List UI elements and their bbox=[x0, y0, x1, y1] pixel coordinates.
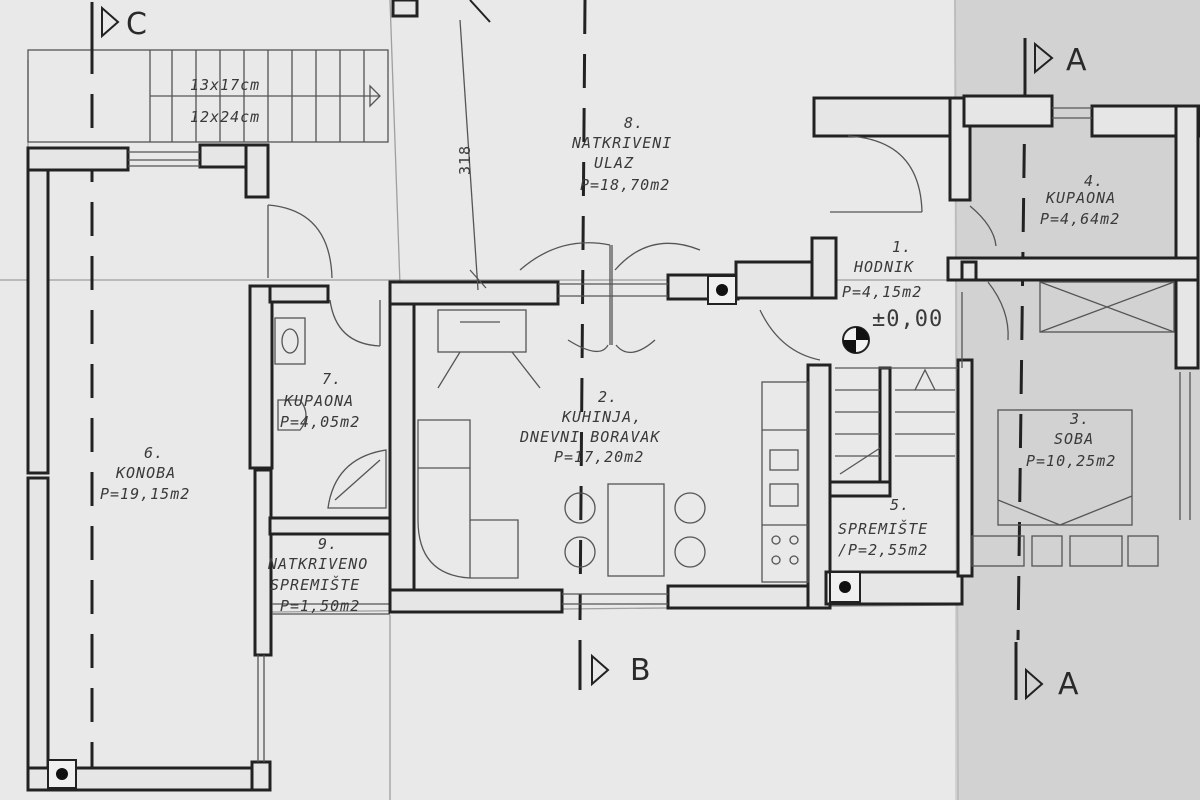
room-2-name2: DNEVNI BORAVAK bbox=[519, 428, 660, 446]
room-7-number: 7. bbox=[322, 370, 342, 388]
room-4-area: P=4,64m2 bbox=[1040, 210, 1120, 228]
section-label-b: B bbox=[630, 653, 651, 688]
room-4-number: 4. bbox=[1084, 172, 1104, 190]
room-9-name: NATKRIVENO bbox=[267, 555, 368, 573]
konoba-window-top bbox=[128, 151, 200, 167]
section-label-a-bottom: A bbox=[1058, 667, 1079, 702]
room-5-area: /P=2,55m2 bbox=[838, 541, 928, 559]
room-label-8: 8. NATKRIVENI ULAZ P=18,70m2 bbox=[571, 114, 672, 194]
room-label-7: 7. KUPAONA P=4,05m2 bbox=[280, 370, 360, 431]
column-hall-dot bbox=[839, 581, 851, 593]
living-entry-doors bbox=[519, 242, 701, 353]
room-6-area: P=19,15m2 bbox=[100, 485, 190, 503]
living-furniture bbox=[417, 309, 809, 583]
room-label-5: 5. SPREMIŠTE /P=2,55m2 bbox=[838, 496, 928, 559]
section-label-c: C bbox=[126, 7, 147, 42]
room-9-name2: SPREMIŠTE bbox=[270, 575, 360, 594]
section-marker-a-top: A bbox=[1023, 38, 1087, 90]
column-hall bbox=[829, 571, 861, 603]
bath4-window bbox=[1052, 107, 1092, 119]
interior-stair bbox=[835, 367, 958, 475]
level-label: ±0,00 bbox=[872, 307, 943, 332]
room-2-name: KUHINJA, bbox=[561, 408, 642, 426]
room-3-area: P=10,25m2 bbox=[1026, 452, 1116, 470]
room-9-number: 9. bbox=[318, 535, 338, 553]
room-label-1: 1. HODNIK P=4,15m2 bbox=[842, 238, 922, 301]
entrance-door bbox=[830, 135, 997, 247]
room-5-name: SPREMIŠTE bbox=[838, 519, 928, 538]
bathroom7-fixtures bbox=[274, 299, 387, 509]
section-marker-a-bottom: A bbox=[1014, 642, 1079, 702]
room-2-area: P=17,20m2 bbox=[554, 448, 644, 466]
paper-left bbox=[0, 0, 960, 800]
room-label-2: 2. KUHINJA, DNEVNI BORAVAK P=17,20m2 bbox=[519, 388, 660, 466]
top-post bbox=[391, 0, 419, 18]
spremiste9-window bbox=[272, 603, 390, 615]
konoba-walls bbox=[26, 143, 274, 792]
axis-b bbox=[578, 0, 587, 621]
stair-riser-label: 13x17cm bbox=[190, 76, 260, 94]
room-7-area: P=4,05m2 bbox=[280, 413, 360, 431]
room-4-name: KUPAONA bbox=[1045, 189, 1116, 207]
room-8-number: 8. bbox=[624, 114, 644, 132]
section-marker-b: B bbox=[578, 640, 651, 690]
axis-a bbox=[1016, 89, 1027, 641]
room-1-area: P=4,15m2 bbox=[842, 283, 922, 301]
room-8-area: P=18,70m2 bbox=[580, 176, 670, 194]
room-3-number: 3. bbox=[1069, 410, 1090, 428]
room-6-number: 6. bbox=[144, 444, 164, 462]
room-8-name2: ULAZ bbox=[594, 154, 634, 172]
room-9-area: P=1,50m2 bbox=[280, 597, 360, 615]
column-konoba-dot bbox=[56, 768, 68, 780]
section-marker-c: C bbox=[90, 2, 147, 42]
room-5-number: 5. bbox=[890, 496, 910, 514]
level-marker bbox=[842, 326, 870, 354]
room-1-name: HODNIK bbox=[853, 258, 914, 276]
stair-tread-label: 12x24cm bbox=[190, 108, 260, 126]
room-label-9: 9. NATKRIVENO SPREMIŠTE P=1,50m2 bbox=[267, 535, 368, 615]
room-6-name: KONOBA bbox=[115, 464, 176, 482]
room-7-name: KUPAONA bbox=[283, 392, 354, 410]
room-3-name: SOBA bbox=[1054, 430, 1094, 448]
room-label-6: 6. KONOBA P=19,15m2 bbox=[100, 444, 190, 503]
column-living-dot bbox=[716, 284, 728, 296]
top-dim-tick bbox=[469, 0, 491, 23]
room-1-number: 1. bbox=[892, 238, 912, 256]
bedroom-furniture bbox=[971, 281, 1191, 567]
room-label-3: 3. SOBA P=10,25m2 bbox=[1026, 410, 1116, 470]
exterior-stair bbox=[27, 49, 389, 143]
dimension-318 bbox=[459, 19, 487, 291]
room-label-4: 4. KUPAONA P=4,64m2 bbox=[1040, 172, 1120, 228]
hall-doors bbox=[759, 281, 1009, 368]
living-window-bottom bbox=[562, 593, 668, 605]
konoba-window-side bbox=[257, 655, 265, 762]
konoba-door bbox=[267, 204, 333, 279]
dimension-label: 318 bbox=[456, 145, 474, 175]
section-label-a-top: A bbox=[1066, 43, 1087, 78]
room-8-name: NATKRIVENI bbox=[571, 134, 672, 152]
room-2-number: 2. bbox=[598, 388, 618, 406]
